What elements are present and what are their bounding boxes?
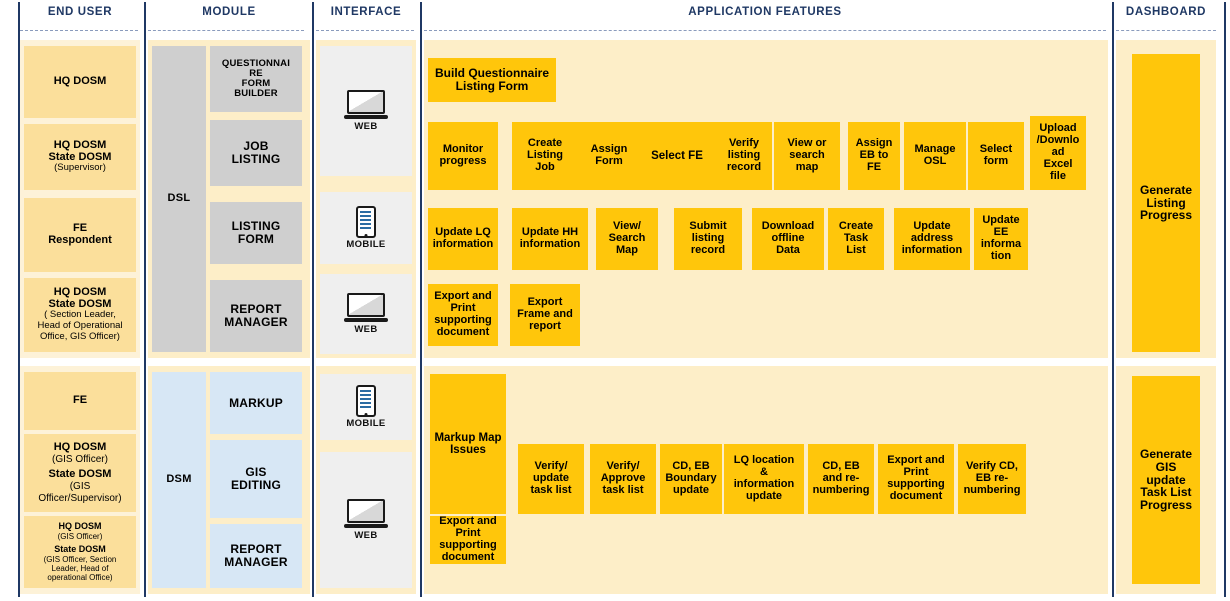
interface-label: WEB xyxy=(354,529,378,541)
column-header-end-user: END USER xyxy=(47,6,113,18)
end-user-box: FE xyxy=(24,372,136,430)
interface-label: MOBILE xyxy=(346,417,386,429)
interface-box: MOBILE xyxy=(320,374,412,440)
interface-label: WEB xyxy=(354,120,378,132)
feature-box[interactable]: Select FE xyxy=(638,122,716,190)
end-user-box: HQ DOSM xyxy=(24,46,136,118)
column-separator xyxy=(18,2,20,597)
phone-icon xyxy=(356,205,376,238)
header-divider xyxy=(148,30,304,31)
interface-label: MOBILE xyxy=(346,238,386,250)
column-separator xyxy=(1112,2,1114,597)
laptop-icon xyxy=(344,292,388,323)
column-header-application-features: APPLICATION FEATURES xyxy=(688,6,842,18)
column-separator xyxy=(312,2,314,597)
column-separator xyxy=(1224,2,1226,597)
laptop-icon xyxy=(344,89,388,120)
column-header-module: MODULE xyxy=(202,6,256,18)
interface-label: WEB xyxy=(354,323,378,335)
phone-icon xyxy=(356,384,376,417)
interface-box: MOBILE xyxy=(320,192,412,264)
interface-box: WEB xyxy=(320,274,412,354)
column-header-dashboard: DASHBOARD xyxy=(1125,6,1207,18)
column-separator xyxy=(144,2,146,597)
header-divider xyxy=(20,30,138,31)
column-header-interface: INTERFACE xyxy=(330,6,402,18)
module-group-dsm: DSM xyxy=(152,372,206,588)
module-box: MARKUP xyxy=(210,372,302,434)
header-divider xyxy=(1116,30,1216,31)
column-separator xyxy=(420,2,422,597)
interface-box: WEB xyxy=(320,46,412,176)
module-group-dsl: DSL xyxy=(152,46,206,352)
end-user-box: HQ DOSM(GIS Officer)State DOSM(GIS Offic… xyxy=(24,516,136,588)
header-divider xyxy=(316,30,414,31)
header-divider xyxy=(424,30,1106,31)
feature-box[interactable]: Verify CD,EB re-numbering xyxy=(958,444,1026,514)
laptop-icon xyxy=(344,498,388,529)
interface-box: WEB xyxy=(320,452,412,588)
